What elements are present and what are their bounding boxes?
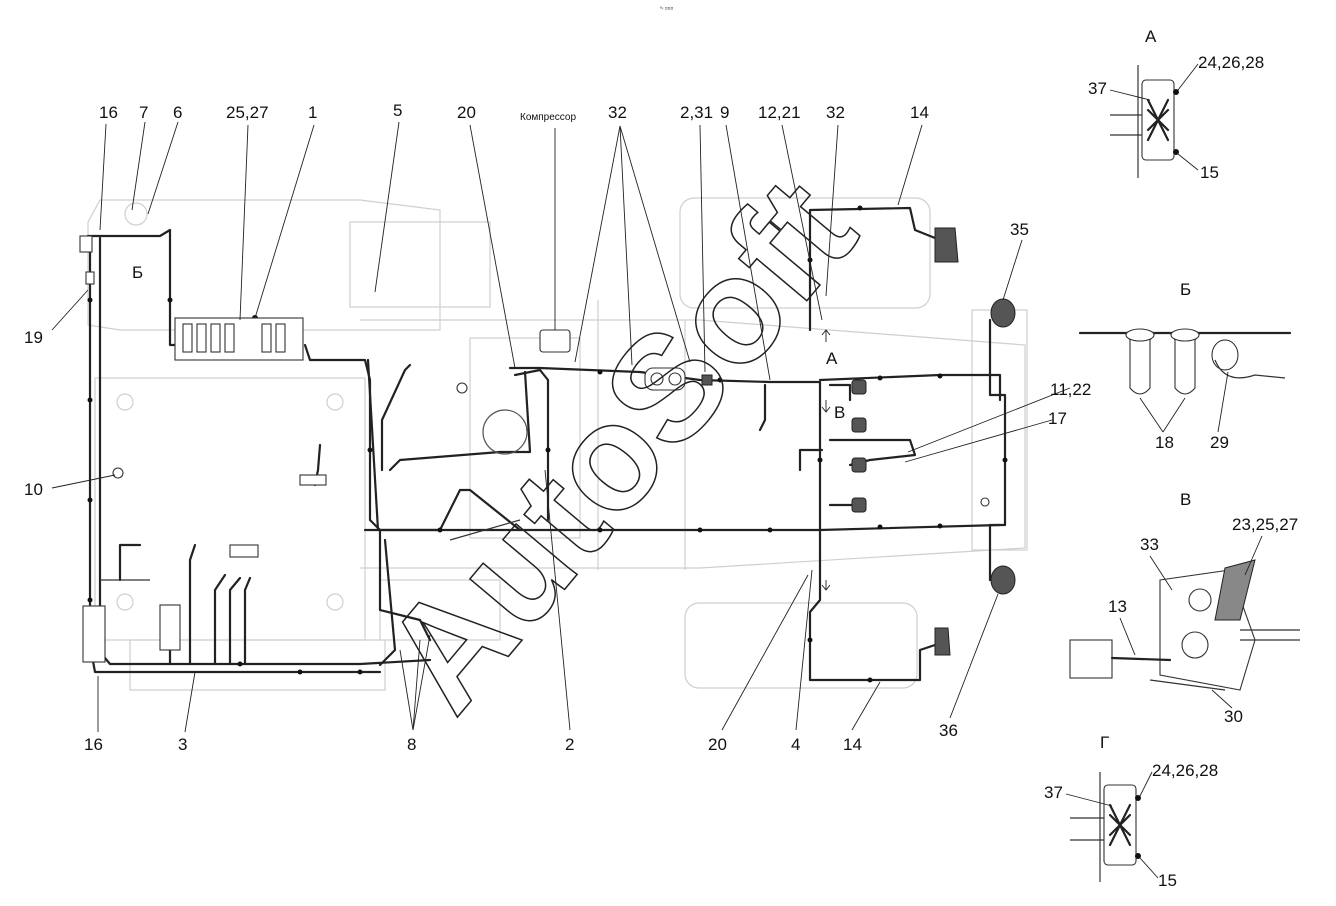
leader-lines — [51, 121, 1071, 733]
callout-6: 6 — [173, 103, 182, 122]
callout-32-b: 32 — [826, 103, 845, 122]
callout-16-top: 16 — [99, 103, 118, 122]
callout-10: 10 — [24, 480, 43, 499]
callout-25-27: 25,27 — [226, 103, 269, 122]
detail-v-callout-23-25-27: 23,25,27 — [1232, 515, 1298, 534]
view-mark-b: Б — [132, 263, 143, 282]
callout-19: 19 — [24, 328, 43, 347]
callout-20-top: 20 — [457, 103, 476, 122]
detail-g-callout-24-26-28: 24,26,28 — [1152, 761, 1218, 780]
callout-8: 8 — [407, 735, 416, 754]
detail-b-title: Б — [1180, 280, 1191, 299]
callout-1: 1 — [308, 103, 317, 122]
callout-14-bottom: 14 — [843, 735, 862, 754]
callout-2-31: 2,31 — [680, 103, 713, 122]
detail-v-callout-30: 30 — [1224, 707, 1243, 726]
watermark: AutoSoft — [351, 148, 887, 741]
view-mark-a: А — [826, 349, 838, 368]
callout-7: 7 — [139, 103, 148, 122]
detail-v-callout-33: 33 — [1140, 535, 1159, 554]
callout-11-22: 11,22 — [1050, 380, 1091, 399]
detail-view-v: В 33 23,25,27 13 30 — [1069, 490, 1300, 726]
callout-14-top: 14 — [910, 103, 929, 122]
callout-9: 9 — [720, 103, 729, 122]
detail-a-callout-15: 15 — [1200, 163, 1219, 182]
callout-2: 2 — [565, 735, 574, 754]
detail-g-callout-37: 37 — [1044, 783, 1063, 802]
callout-20-bottom: 20 — [708, 735, 727, 754]
detail-b-callout-29: 29 — [1210, 433, 1229, 452]
detail-b-callout-18: 18 — [1155, 433, 1174, 452]
compressor-label: Компрессор — [520, 112, 576, 123]
detail-a-callout-24-26-28: 24,26,28 — [1198, 53, 1264, 72]
detail-view-b: Б 18 29 — [1078, 280, 1292, 452]
compressor — [539, 329, 571, 353]
detail-v-title: В — [1180, 490, 1191, 509]
callout-17: 17 — [1048, 409, 1067, 428]
callouts: 16 7 6 25,27 1 5 20 Компрессор 32 2,31 9… — [24, 101, 1091, 754]
detail-view-g: Г 37 24,26,28 15 — [1044, 733, 1218, 890]
callout-16-bottom: 16 — [84, 735, 103, 754]
callout-3: 3 — [178, 735, 187, 754]
header-mark: ª‹ ¤¤¤ — [660, 6, 673, 12]
detail-a-title: А — [1145, 27, 1157, 46]
callout-5: 5 — [393, 101, 402, 120]
callout-35: 35 — [1010, 220, 1029, 239]
callout-32-a: 32 — [608, 103, 627, 122]
callout-4: 4 — [791, 735, 800, 754]
components — [79, 227, 1016, 663]
callout-12-21: 12,21 — [758, 103, 801, 122]
view-mark-v: В — [834, 403, 845, 422]
detail-view-a: А 37 24,26,28 15 — [1088, 27, 1264, 182]
detail-g-title: Г — [1100, 733, 1109, 752]
callout-36: 36 — [939, 721, 958, 740]
detail-a-callout-37: 37 — [1088, 79, 1107, 98]
fuse-block — [174, 317, 304, 361]
detail-g-callout-15: 15 — [1158, 871, 1177, 890]
detail-v-callout-13: 13 — [1108, 597, 1127, 616]
